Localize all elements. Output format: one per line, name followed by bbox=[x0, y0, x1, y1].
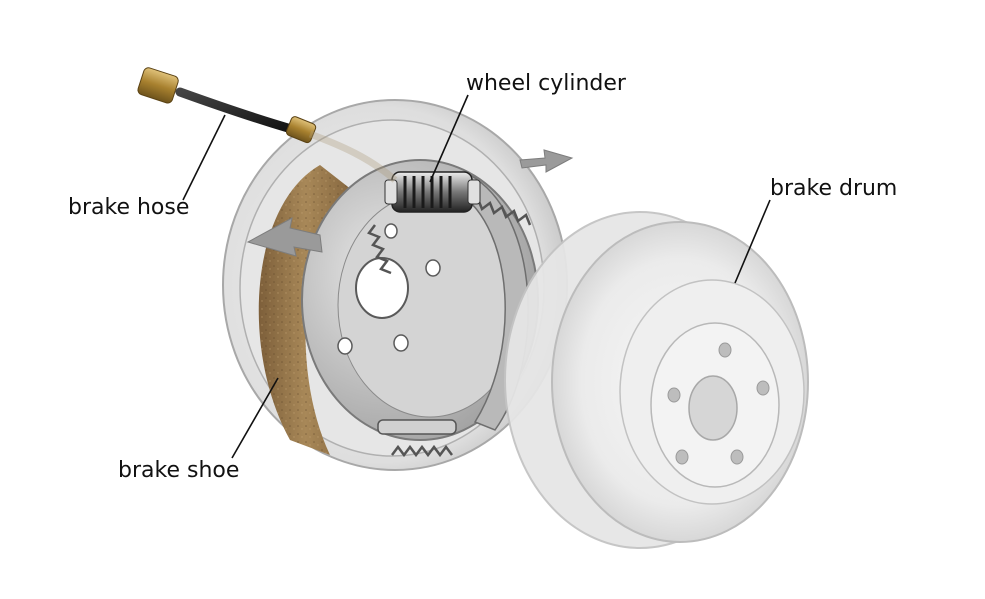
label-brake-hose: brake hose bbox=[68, 195, 189, 220]
backing-plate-assembly bbox=[222, 99, 568, 471]
brake-hose-part bbox=[137, 67, 398, 183]
arrow-left-icon bbox=[246, 217, 323, 257]
drum-stud-hole bbox=[756, 380, 770, 396]
label-brake-drum: brake drum bbox=[770, 176, 897, 201]
arrow-right-icon bbox=[519, 149, 574, 173]
hose-fitting-end bbox=[137, 67, 179, 104]
drum-stud-hole bbox=[667, 387, 681, 403]
return-spring-left bbox=[367, 224, 392, 275]
return-spring-lower bbox=[391, 444, 453, 458]
hose-fitting-cylinder bbox=[285, 116, 317, 144]
drum-hub bbox=[688, 375, 738, 441]
drum-stud-hole bbox=[718, 342, 732, 358]
leader-line-wheel-cylinder bbox=[429, 94, 469, 183]
leader-line-brake-shoe bbox=[231, 377, 279, 459]
label-brake-shoe: brake shoe bbox=[118, 458, 239, 483]
wheel-cylinder-part bbox=[384, 171, 481, 213]
leader-line-brake-drum bbox=[734, 199, 771, 284]
brake-drum-part bbox=[504, 211, 809, 549]
drum-stud-hole bbox=[730, 449, 744, 465]
label-wheel-cylinder: wheel cylinder bbox=[466, 71, 627, 96]
return-spring-upper bbox=[469, 197, 532, 226]
adjuster bbox=[377, 419, 457, 435]
drum-stud-hole bbox=[675, 449, 689, 465]
leader-line-brake-hose bbox=[182, 114, 226, 201]
